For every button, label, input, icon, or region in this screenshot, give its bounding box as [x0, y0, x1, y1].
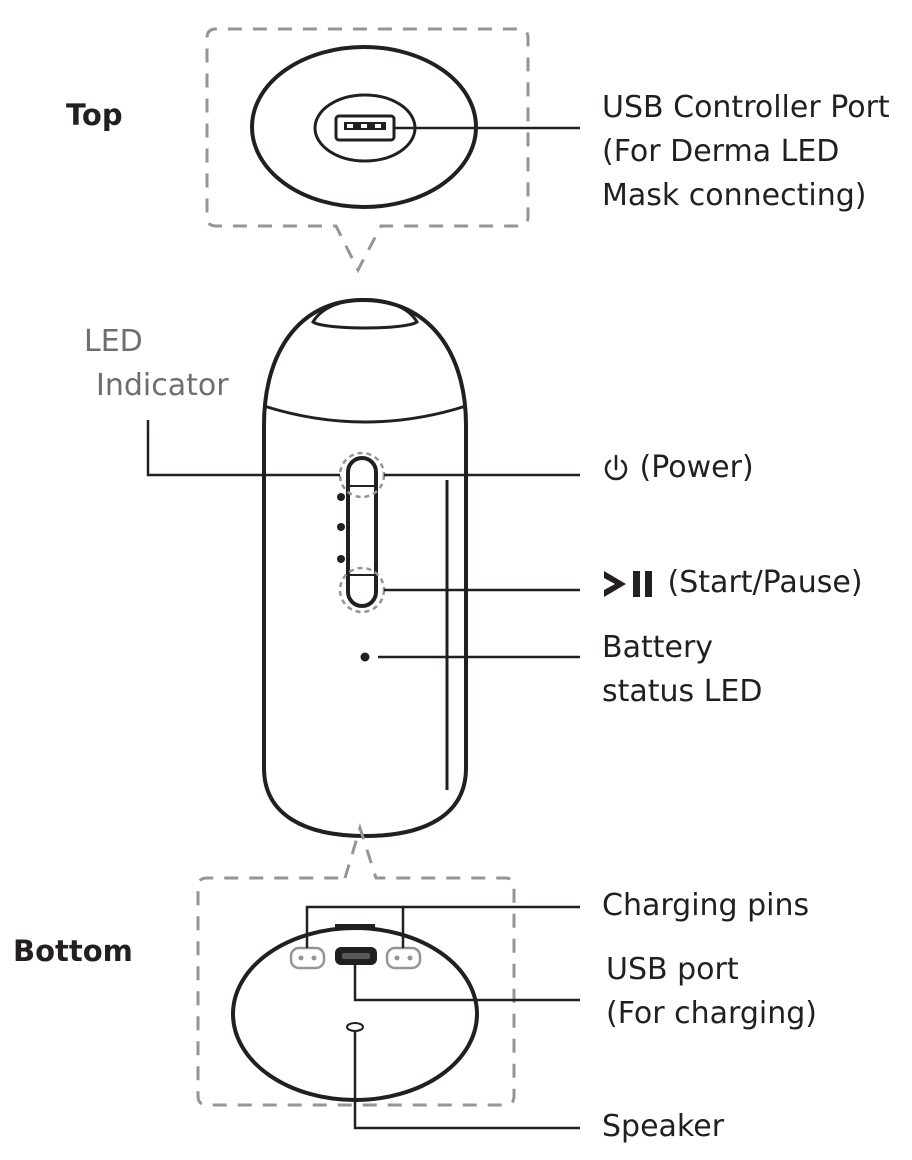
section-label-top: Top [66, 98, 123, 132]
callout-usb-port-line1: USB port [606, 952, 739, 987]
callout-usb-controller-port-line2: (For Derma LED [602, 134, 840, 169]
button-strip [346, 456, 378, 608]
callout-battery-status-led-line1: Battery [602, 630, 714, 665]
speaker-hole [346, 1022, 364, 1032]
callout-usb-port-line2: (For charging) [606, 996, 817, 1031]
section-label-bottom: Bottom [13, 934, 133, 968]
callout-usb-port: USB port (For charging) [606, 948, 817, 1036]
device-top-opening [311, 298, 419, 330]
power-icon [604, 454, 628, 480]
callout-power: (Power) [602, 446, 754, 490]
charging-pin-right [385, 946, 422, 970]
callout-power-text: (Power) [639, 450, 754, 485]
top-view-frame [205, 27, 530, 274]
led-indicator-dots [337, 493, 345, 563]
device-body [262, 297, 468, 839]
leader-lines [146, 126, 580, 1130]
callout-battery-status-led: Battery status LED [602, 626, 763, 714]
play-pause-icon [604, 570, 652, 597]
callout-battery-status-led-line2: status LED [602, 674, 763, 709]
callout-charging-pins: Charging pins [602, 884, 809, 928]
cap-seam [263, 404, 467, 424]
battery-status-led [360, 652, 370, 662]
callout-start-pause: (Start/Pause) [602, 561, 863, 605]
callout-usb-controller-port-line1: USB Controller Port [602, 90, 890, 125]
callout-charging-pins-text: Charging pins [602, 888, 810, 923]
callout-speaker: Speaker [602, 1105, 724, 1149]
charging-pin-left [289, 946, 326, 970]
callout-usb-controller-port: USB Controller Port (For Derma LED Mask … [602, 86, 890, 218]
callout-speaker-text: Speaker [602, 1109, 725, 1144]
callout-led-indicator-line1: LED [84, 324, 143, 359]
callout-led-indicator: LED Indicator [84, 320, 229, 408]
callout-led-indicator-line2: Indicator [96, 368, 229, 403]
top-view [250, 45, 478, 209]
callout-usb-controller-port-line3: Mask connecting) [602, 178, 867, 213]
callout-start-pause-text: (Start/Pause) [667, 565, 863, 600]
